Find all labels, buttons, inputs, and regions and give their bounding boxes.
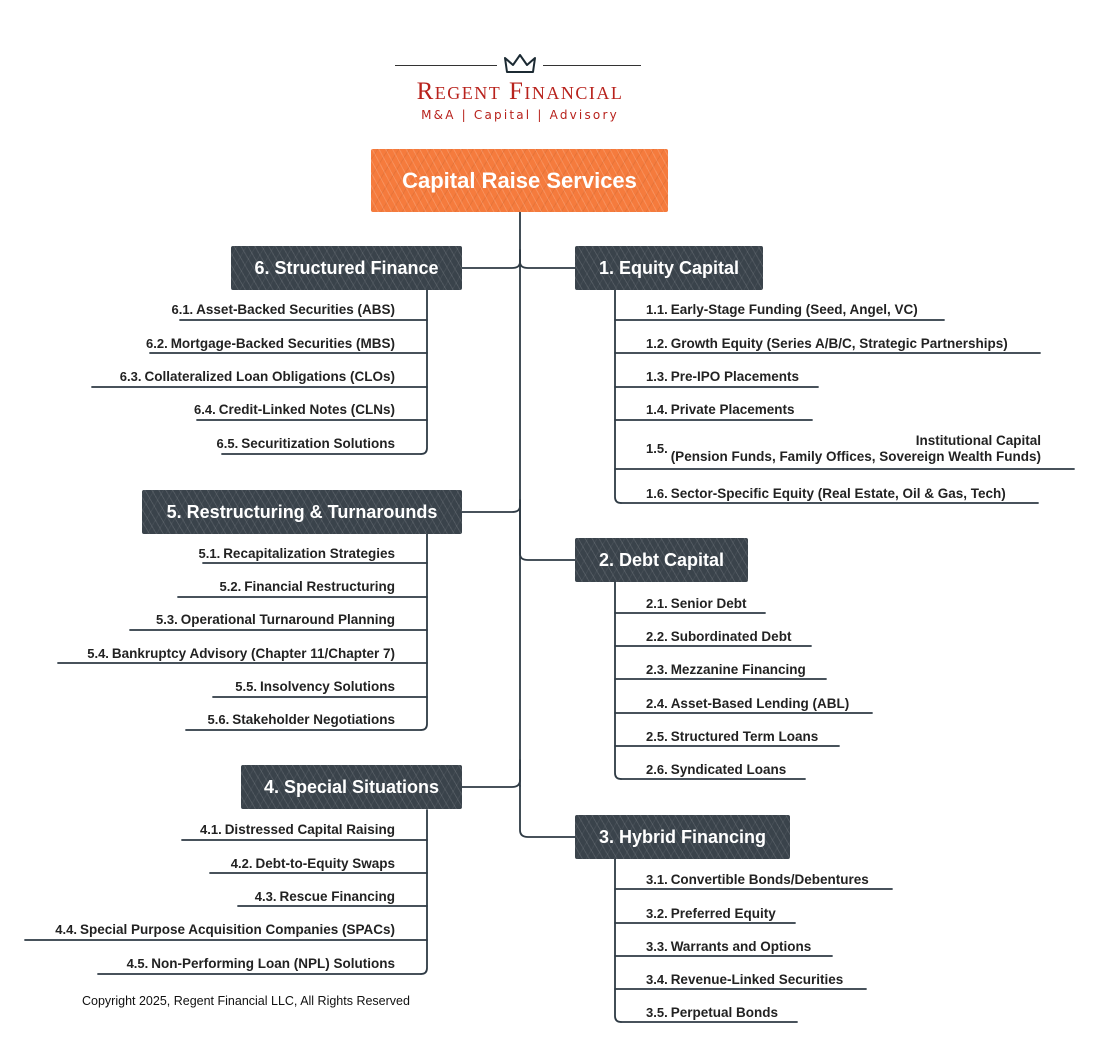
brand-name: Regent Financial: [416, 78, 624, 105]
list-item: 5.3.Operational Turnaround Planning: [156, 612, 395, 627]
logo-rule-right: [543, 65, 641, 66]
list-item: 3.2.Preferred Equity: [646, 906, 776, 921]
list-item: 4.4.Special Purpose Acquisition Companie…: [55, 922, 395, 937]
list-item: 2.2.Subordinated Debt: [646, 629, 792, 644]
list-item: 4.2.Debt-to-Equity Swaps: [230, 856, 395, 871]
connector-root-5: [461, 499, 521, 513]
list-item: 2.1.Senior Debt: [646, 596, 747, 611]
connector-root-3: [519, 785, 576, 838]
brand-tagline: M&A | Capital | Advisory: [421, 108, 619, 122]
list-item: 6.3.Collateralized Loan Obligations (CLO…: [119, 369, 395, 384]
list-item: 3.4.Revenue-Linked Securities: [646, 972, 844, 987]
list-item: 2.4.Asset-Based Lending (ABL): [646, 696, 850, 711]
list-item: 4.5.Non-Performing Loan (NPL) Solutions: [126, 956, 395, 971]
branch-special-situations: 4. Special Situations: [241, 765, 462, 809]
root-node: Capital Raise Services: [371, 149, 668, 212]
branch-2-spine: [614, 581, 622, 780]
branch-3-spine: [614, 858, 622, 1023]
branch-6-spine: [420, 289, 428, 455]
list-item: 6.5.Securitization Solutions: [216, 436, 395, 451]
branch-debt-capital: 2. Debt Capital: [575, 538, 748, 582]
list-item: 4.3.Rescue Financing: [254, 889, 395, 904]
list-item: 5.5.Insolvency Solutions: [235, 679, 395, 694]
list-item-line-2: (Pension Funds, Family Offices, Sovereig…: [670, 449, 1041, 464]
list-item: 3.5.Perpetual Bonds: [646, 1005, 778, 1020]
connector-root-6: [461, 249, 521, 269]
branch-1-spine: [614, 289, 622, 504]
branch-hybrid-financing: 3. Hybrid Financing: [575, 815, 790, 859]
list-item: 1.4.Private Placements: [646, 402, 795, 417]
list-item: 1.6.Sector-Specific Equity (Real Estate,…: [646, 486, 1006, 501]
list-item: 4.1.Distressed Capital Raising: [200, 822, 395, 837]
list-item: 2.5.Structured Term Loans: [646, 729, 819, 744]
list-item: 2.3.Mezzanine Financing: [646, 662, 806, 677]
branch-5-spine: [420, 533, 428, 731]
logo-rule-left: [395, 65, 497, 66]
list-item: 6.2.Mortgage-Backed Securities (MBS): [146, 336, 395, 351]
crown-icon: [504, 54, 536, 73]
list-item: 1.2.Growth Equity (Series A/B/C, Strateg…: [646, 336, 1008, 351]
list-item: 5.6.Stakeholder Negotiations: [207, 712, 395, 727]
brand-logo: Regent Financial M&A | Capital | Advisor…: [360, 50, 680, 130]
list-item: 3.1.Convertible Bonds/Debentures: [646, 872, 869, 887]
branch-4-spine: [420, 809, 428, 975]
list-item: 6.1.Asset-Backed Securities (ABS): [171, 302, 395, 317]
list-item: 1.5. Institutional Capital (Pension Fund…: [646, 433, 1041, 464]
list-item-line-1: Institutional Capital: [915, 433, 1041, 448]
list-item: 3.3.Warrants and Options: [646, 939, 812, 954]
branch-structured-finance: 6. Structured Finance: [231, 246, 462, 290]
connector-root-1: [519, 249, 576, 269]
branch-equity-capital: 1. Equity Capital: [575, 246, 763, 290]
connector-root-4: [461, 759, 521, 788]
list-item: 5.4.Bankruptcy Advisory (Chapter 11/Chap…: [87, 646, 395, 661]
list-item: 1.1.Early-Stage Funding (Seed, Angel, VC…: [646, 302, 918, 317]
list-item: 5.1.Recapitalization Strategies: [198, 546, 396, 561]
list-item: 6.4.Credit-Linked Notes (CLNs): [194, 402, 395, 417]
list-item: 5.2.Financial Restructuring: [219, 579, 395, 594]
branch-restructuring-turnarounds: 5. Restructuring & Turnarounds: [142, 490, 462, 534]
list-item: 1.3.Pre-IPO Placements: [646, 369, 799, 384]
connector-root-2: [519, 499, 576, 561]
copyright-notice: Copyright 2025, Regent Financial LLC, Al…: [82, 994, 410, 1008]
list-item: 2.6.Syndicated Loans: [646, 762, 787, 777]
